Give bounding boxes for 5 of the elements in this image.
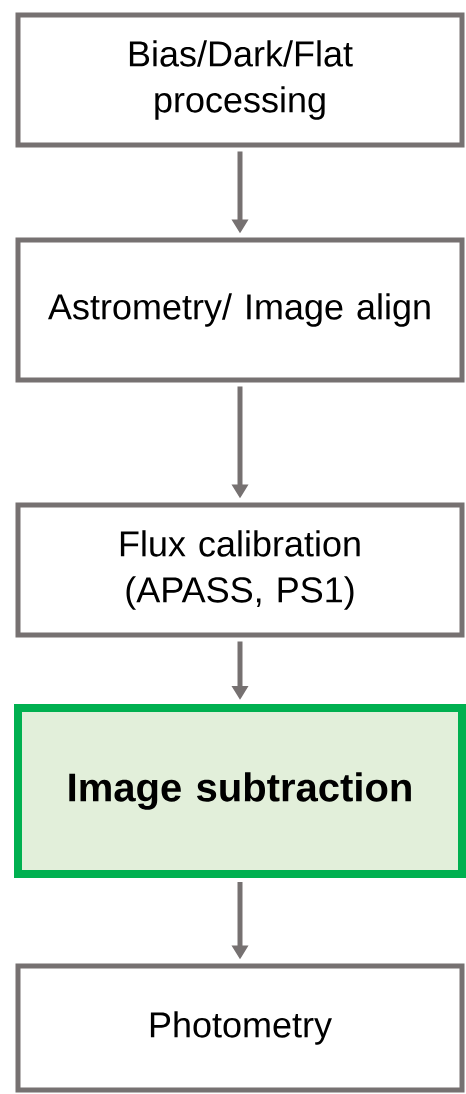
- process-box: Astrometry/ Image align: [15, 237, 465, 383]
- highlighted-process-box: Image subtraction: [14, 704, 466, 878]
- process-box: Bias/Dark/Flat processing: [15, 12, 465, 148]
- process-box: Flux calibration (APASS, PS1): [15, 502, 465, 638]
- process-box: Photometry: [15, 963, 465, 1093]
